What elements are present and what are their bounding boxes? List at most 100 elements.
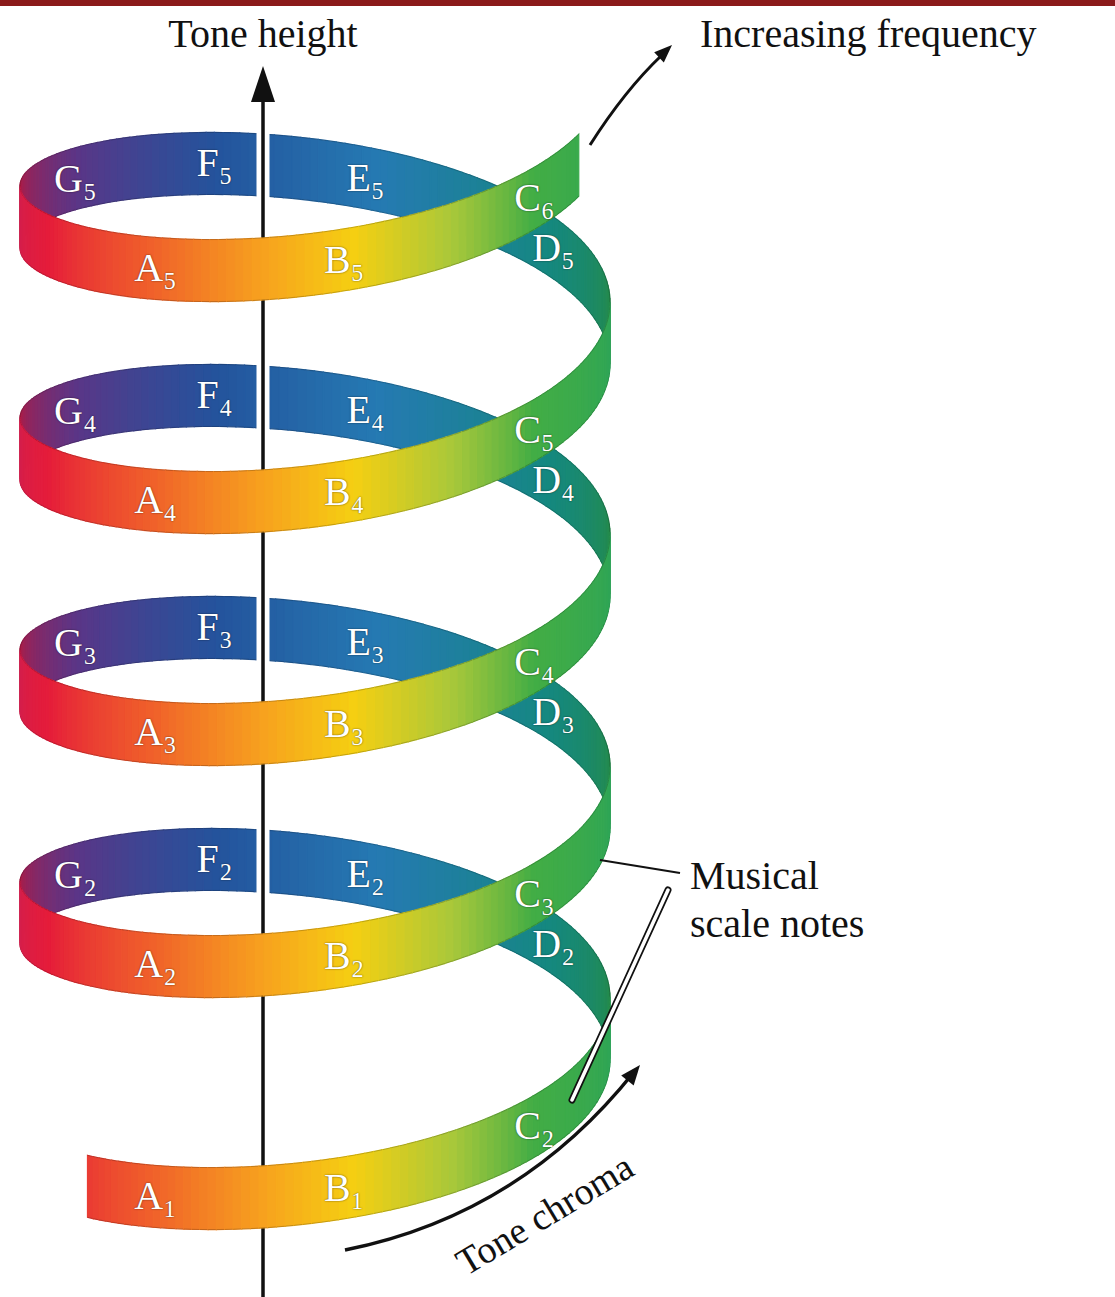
ribbon-edge: [332, 373, 341, 374]
ribbon-edge: [520, 1162, 526, 1165]
ribbon-edge: [447, 631, 455, 634]
ribbon-edge: [23, 871, 24, 873]
ribbon-segment: [68, 222, 73, 286]
ribbon-edge: [114, 433, 121, 434]
ribbon-segment: [134, 368, 141, 431]
ribbon-edge: [307, 834, 316, 835]
ribbon-edge: [346, 607, 355, 608]
ribbon-edge: [341, 375, 350, 376]
ribbon-edge: [566, 204, 571, 208]
ribbon-edge: [454, 170, 462, 173]
ribbon-edge: [86, 206, 92, 207]
ribbon-edge: [455, 634, 463, 637]
ribbon-edge: [20, 654, 22, 656]
ribbon-segment: [135, 832, 142, 895]
ribbon-edge: [91, 924, 97, 925]
ribbon-edge: [608, 750, 610, 754]
ribbon-segment: [93, 1157, 99, 1220]
ribbon-edge: [609, 528, 610, 532]
ribbon-edge: [101, 373, 107, 374]
ribbon-edge: [69, 906, 74, 907]
ribbon-edge: [571, 524, 575, 528]
ribbon-segment: [85, 923, 91, 986]
ribbon-segment: [124, 601, 131, 664]
ribbon-edge: [438, 165, 446, 167]
ribbon-segment: [274, 135, 283, 198]
ribbon-edge: [301, 137, 310, 138]
ribbon-edge: [78, 287, 83, 288]
ribbon-edge: [190, 132, 198, 133]
ribbon-edge: [380, 212, 389, 214]
ribbon-edge: [509, 240, 516, 243]
ribbon-edge: [55, 911, 59, 913]
ribbon-edge: [568, 290, 572, 294]
ribbon-edge: [372, 612, 381, 614]
ribbon-edge: [573, 759, 577, 763]
ribbon-edge: [555, 1140, 560, 1144]
ribbon-segment: [83, 226, 89, 289]
ribbon-edge: [599, 264, 601, 268]
ribbon-edge: [117, 601, 124, 603]
ribbon-edge: [89, 290, 95, 291]
ribbon-edge: [227, 426, 235, 427]
ribbon-edge: [562, 981, 567, 985]
ribbon-segment: [65, 917, 70, 981]
ribbon-edge: [76, 610, 81, 611]
ribbon-edge: [159, 133, 167, 135]
ribbon-segment: [283, 136, 292, 199]
ribbon-segment: [316, 835, 325, 898]
ribbon-edge: [246, 829, 255, 830]
ribbon-edge: [20, 875, 22, 877]
ribbon-edge: [83, 752, 89, 753]
ribbon-edge: [81, 671, 87, 672]
ribbon-edge: [481, 411, 488, 414]
ribbon-segment: [236, 365, 245, 427]
ribbon-segment: [104, 140, 110, 203]
ribbon-edge: [554, 681, 559, 685]
ribbon-edge: [546, 506, 551, 510]
ribbon-edge: [190, 194, 198, 195]
ribbon-edge: [289, 832, 298, 834]
ribbon-edge: [477, 178, 484, 181]
ribbon-edge: [526, 1158, 532, 1161]
ribbon-edge: [471, 639, 478, 642]
ribbon-edge: [545, 621, 550, 625]
ribbon-edge: [61, 514, 66, 516]
ribbon-edge: [319, 139, 328, 140]
ribbon-segment: [56, 450, 60, 514]
ribbon-edge: [95, 436, 101, 437]
ribbon-edge: [605, 507, 607, 511]
ribbon-segment: [288, 368, 297, 431]
ribbon-edge: [56, 914, 60, 916]
ribbon-edge: [292, 136, 301, 138]
ribbon-edge: [557, 978, 562, 982]
ribbon-edge: [341, 437, 350, 438]
ribbon-edge: [20, 417, 21, 419]
ribbon-segment: [164, 829, 172, 891]
ribbon-edge: [355, 671, 364, 673]
ribbon-edge: [403, 851, 411, 853]
ribbon-edge: [609, 771, 610, 775]
ribbon-segment: [86, 459, 92, 522]
ribbon-edge: [502, 482, 509, 485]
ribbon-edge: [68, 442, 73, 444]
ribbon-segment: [107, 372, 113, 435]
ribbon-segment: [97, 461, 103, 524]
ribbon-edge: [128, 832, 135, 834]
ribbon-edge: [127, 430, 134, 432]
ribbon-segment: [572, 833, 576, 899]
ribbon-edge: [597, 725, 599, 729]
ribbon-edge: [597, 260, 599, 264]
ribbon-edge: [573, 294, 577, 298]
ribbon-edge: [604, 558, 606, 562]
ribbon-segment: [116, 465, 123, 528]
ribbon-edge: [93, 1219, 99, 1220]
ribbon-edge: [572, 368, 576, 372]
ribbon-edge: [174, 133, 182, 134]
ribbon-segment: [175, 597, 183, 659]
ribbon-edge: [561, 146, 566, 150]
ribbon-edge: [311, 602, 320, 603]
ribbon-segment: [105, 1159, 111, 1222]
ribbon-segment: [301, 137, 310, 200]
ribbon-edge: [68, 222, 73, 224]
